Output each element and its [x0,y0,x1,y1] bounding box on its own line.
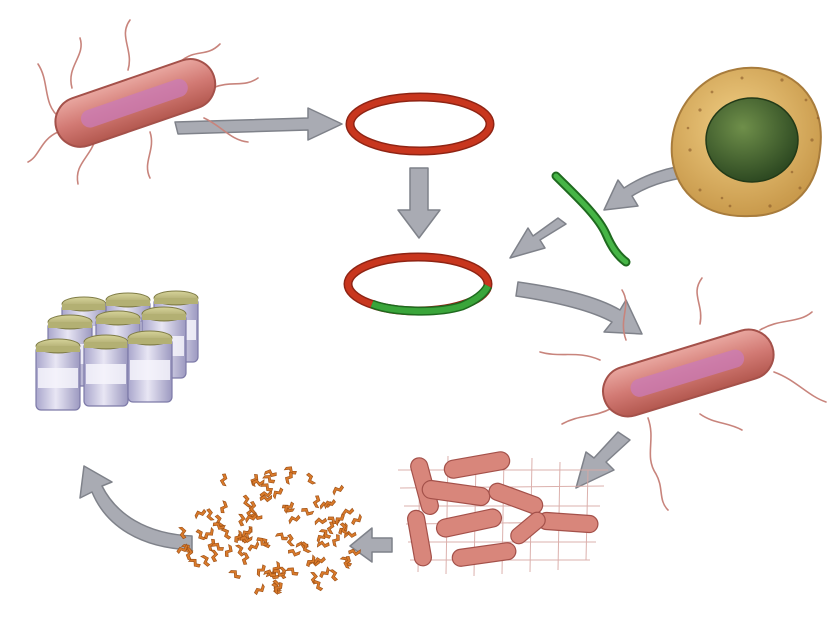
protein-fragment-icon [254,583,267,597]
arrow-to-culture-icon [576,432,630,488]
protein-fragment-icon [228,568,242,579]
vial-icon [84,335,128,406]
arrow-to-plasmid-icon [175,108,342,140]
protein-fragment-icon [301,508,314,517]
donor-bacterium-icon [28,20,258,184]
protein-fragment-icon [204,508,216,522]
protein-fragment-icon [271,486,284,500]
arrow-to-recombinant-icon [510,218,566,258]
protein-fragment-icon [237,513,247,526]
protein-fragment-icon [304,472,317,486]
bacteria-colony-icon [398,450,608,576]
protein-fragment-icon [328,568,340,582]
protein-fragment-icon [313,515,327,526]
protein-fragment-icon [288,549,300,556]
protein-fragment-icon [285,534,296,548]
protein-fragment-icon [331,534,340,547]
protein-fragment-icon [247,540,261,553]
vial-icon [36,339,80,410]
protein-fragment-icon [193,507,207,520]
protein-fragment-icon [219,474,228,487]
vial-icon [128,331,172,402]
vial-icon [36,291,198,410]
arrow-down-icon [398,168,440,238]
protein-fragment-icon [286,566,300,576]
protein-fragment-icon [284,472,293,485]
protein-fragment-icon [331,483,345,496]
protein-fragment-icon [199,553,212,567]
protein-fragment-icon [224,544,233,557]
cell-nucleus-icon [672,68,821,216]
protein-fragment-icon [351,513,364,527]
protein-fragment-icon [319,566,332,580]
protein-fragment-icon [220,501,228,513]
arrow-to-vials-icon [80,466,192,550]
plasmid-icon [350,97,490,151]
protein-fragment-icon [275,531,288,541]
protein-fragment-icon [255,564,266,578]
protein-fragment-icon [312,496,320,509]
protein-fragment-icon [287,513,301,526]
recombinant-plasmid-icon [348,257,488,311]
protein-fragment-icon [234,530,244,543]
arrow-to-protein-icon [350,528,392,562]
protein-icon [176,465,364,596]
